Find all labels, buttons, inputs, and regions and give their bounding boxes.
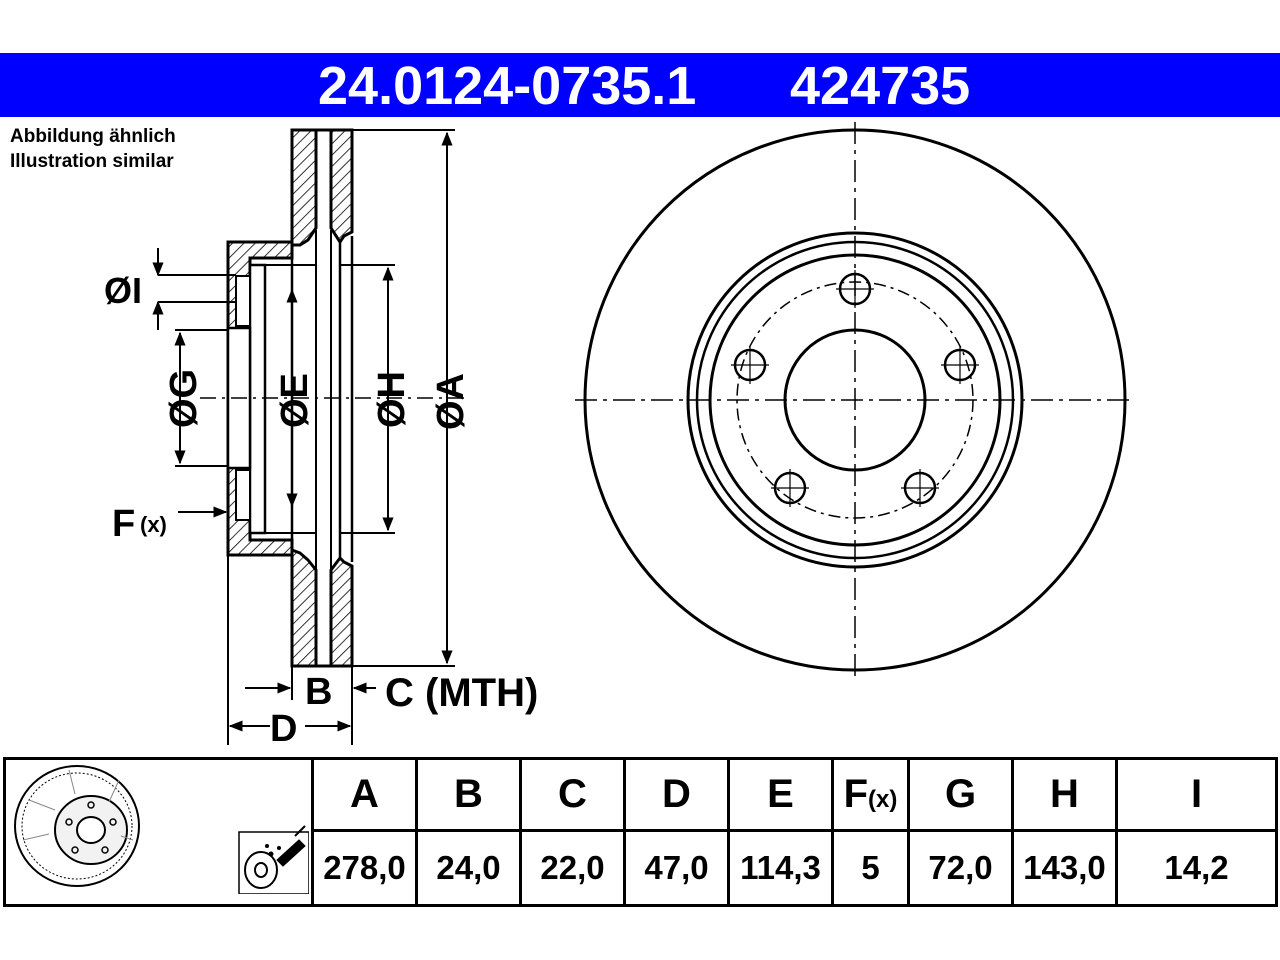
- col-header-f: F(x): [831, 756, 910, 833]
- note-german: Abbildung ähnlich: [10, 126, 176, 147]
- col-header-f-main: F: [843, 772, 869, 817]
- value-h: 143,0: [1011, 829, 1118, 907]
- value-a: 278,0: [311, 829, 418, 907]
- col-header-f-sub: (x): [868, 786, 898, 814]
- col-header-b: B: [415, 756, 522, 833]
- label-b: B: [305, 671, 332, 713]
- specification-table: A B C D E F(x) G H I 278,0 24,0 22,0 47,…: [3, 756, 1278, 907]
- disc-cross-section: [200, 128, 470, 668]
- label-f: F: [112, 503, 135, 545]
- thumbnail-cell: [3, 757, 314, 907]
- header-banner: 24.0124-0735.1 424735: [0, 53, 1280, 117]
- label-dia-g: ØG: [163, 369, 205, 428]
- note-english: Illustration similar: [10, 151, 174, 172]
- value-b: 24,0: [415, 829, 522, 907]
- illustration-note: Abbildung ähnlich Illustration similar: [10, 124, 176, 174]
- disc-front-view: [575, 122, 1135, 678]
- label-dia-e: ØE: [274, 373, 316, 428]
- value-g: 72,0: [907, 829, 1014, 907]
- brake-disc-3d-icon: [13, 765, 140, 887]
- value-e: 114,3: [727, 829, 834, 907]
- col-header-a: A: [311, 756, 418, 833]
- col-header-d: D: [623, 756, 730, 833]
- part-number: 24.0124-0735.1: [318, 56, 697, 116]
- brake-cleaner-spray-icon: [237, 825, 310, 895]
- value-f: 5: [831, 829, 910, 907]
- value-d: 47,0: [623, 829, 730, 907]
- col-header-c: C: [519, 756, 626, 833]
- label-dia-h: ØH: [371, 371, 413, 428]
- label-dia-i: ØI: [104, 270, 142, 311]
- col-header-e: E: [727, 756, 834, 833]
- label-d: D: [270, 708, 297, 750]
- col-header-g: G: [907, 756, 1014, 833]
- col-header-i: I: [1115, 756, 1278, 833]
- label-f-sub: (x): [140, 512, 167, 537]
- col-header-h: H: [1011, 756, 1118, 833]
- label-c-mth: C (MTH): [385, 671, 538, 715]
- reference-number: 424735: [790, 56, 971, 116]
- value-c: 22,0: [519, 829, 626, 907]
- value-i: 14,2: [1115, 829, 1278, 907]
- label-dia-a: ØA: [430, 373, 472, 430]
- dimension-lines: [152, 129, 455, 745]
